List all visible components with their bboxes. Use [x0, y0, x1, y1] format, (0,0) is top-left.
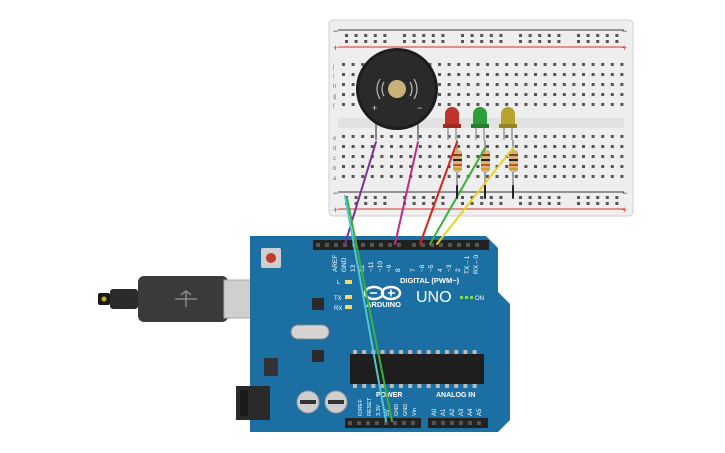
piezo-buzzer[interactable]: + − [356, 48, 438, 140]
arduino-logo-text: ARDUINO [366, 300, 401, 309]
led-green[interactable] [471, 107, 489, 140]
analog-pin-labels: A0 A1 A2 A3 A4 A5 [432, 408, 483, 416]
row-label-i: i [333, 74, 334, 80]
pin-label-5: ~5 [428, 264, 435, 272]
rail-plus-label-bottom: + [333, 205, 338, 215]
atmega-chip [350, 354, 484, 384]
pin-label-9: ~9 [386, 264, 393, 272]
rail-minus-label-top: − [333, 26, 338, 36]
rail-minus-label-bottom-right: − [622, 188, 627, 198]
analog-pin-a5: A5 [477, 408, 483, 416]
pin-label-13: 13 [350, 264, 357, 272]
analog-pin-a3: A3 [459, 408, 465, 416]
row-label-j: j [332, 64, 334, 70]
row-label-d: d [333, 146, 336, 152]
rail-minus-label-bottom: − [333, 188, 338, 198]
lower-terminal-holes [342, 135, 624, 178]
green-led-body [473, 107, 487, 126]
pin-label-2: 2 [455, 268, 462, 272]
crystal [290, 324, 330, 340]
top-rail-holes [345, 34, 619, 43]
row-label-a: a [333, 176, 337, 182]
analog-pin-a2: A2 [450, 408, 456, 416]
pin-label-8: 8 [395, 268, 402, 272]
l-led-label: L [337, 280, 341, 286]
bottom-header-pins [348, 421, 481, 425]
pin-label-1: TX→1 [464, 255, 471, 274]
yellow-led-body [501, 107, 515, 126]
tx-led-label: TX [334, 296, 342, 302]
analog-pin-a4: A4 [468, 408, 474, 416]
pin-label-4: 4 [437, 268, 444, 272]
wire-cyan-5v[interactable] [344, 195, 387, 422]
analog-header [428, 418, 488, 428]
wire-green-gnd[interactable] [346, 197, 393, 422]
uno-label: UNO [416, 289, 452, 306]
power-pin-ioref: IOREF [358, 399, 364, 416]
wire-yellow[interactable] [436, 147, 514, 245]
red-led-body [445, 107, 459, 126]
power-pin-vin: Vin [412, 408, 418, 416]
usb-cable[interactable] [98, 276, 265, 322]
arduino-uno-board[interactable]: AREF GND 13 12 ~11 ~10 ~9 8 7 ~6 ~5 4 ~3… [236, 236, 510, 432]
usb-icon [175, 290, 197, 307]
led-red[interactable] [443, 107, 461, 140]
on-led-label: ON [475, 296, 484, 302]
digital-label: DIGITAL (PWM~) [400, 276, 460, 285]
rail-plus-label-top: + [333, 43, 338, 53]
pin-label-10: ~10 [377, 261, 384, 272]
buzzer-plus-label: + [372, 103, 377, 113]
power-label: POWER [376, 392, 402, 399]
row-label-h: h [333, 84, 336, 90]
aref-label: AREF [332, 255, 339, 272]
voltage-regulator [264, 358, 278, 376]
pin-label-6: ~6 [419, 264, 426, 272]
analog-pin-a1: A1 [441, 408, 447, 416]
regulator-chip [312, 350, 324, 362]
pin-label-11: ~11 [368, 261, 375, 272]
power-pin-5v: 5V [385, 409, 391, 416]
buzzer-minus-label: − [417, 103, 422, 113]
power-pin-gnd-2: GND [403, 404, 409, 416]
power-pin-reset: RESET [367, 397, 373, 416]
buzzer-center [388, 80, 406, 98]
row-label-b: b [333, 166, 337, 172]
power-pin-3v3: 3.3V [376, 404, 382, 416]
pin-label-0: RX←0 [473, 254, 480, 274]
arduino-logo [363, 285, 402, 301]
rail-plus-label-top-right: + [622, 43, 627, 53]
pin-label-3: ~3 [446, 264, 453, 272]
rx-led-label: RX [334, 306, 342, 312]
usb-chip [312, 298, 324, 310]
pin-label-12: 12 [359, 264, 366, 272]
resistor-3[interactable] [509, 140, 518, 186]
rail-plus-label-bottom-right: + [622, 205, 627, 215]
row-label-c: c [333, 156, 336, 162]
row-label-e: e [333, 136, 337, 142]
analog-pin-a0: A0 [432, 408, 438, 416]
row-label-g: g [333, 94, 336, 100]
gnd-label-top: GND [341, 257, 348, 272]
row-label-f: f [333, 104, 335, 110]
pin-label-7: 7 [410, 268, 417, 272]
wires [344, 141, 514, 422]
analog-in-label: ANALOG IN [436, 392, 475, 399]
digital-header-pins [316, 243, 479, 247]
power-pin-gnd-1: GND [394, 404, 400, 416]
rail-minus-label-top-right: − [622, 26, 627, 36]
power-header [345, 418, 421, 428]
resistor-1[interactable] [453, 140, 462, 186]
wire-red[interactable] [419, 141, 458, 245]
wire-magenta[interactable] [394, 141, 419, 245]
led-yellow[interactable] [499, 107, 517, 140]
power-pin-labels: IOREF RESET 3.3V 5V GND GND Vin [358, 397, 418, 416]
digital-pin-labels: AREF GND 13 12 ~11 ~10 ~9 8 7 ~6 ~5 4 ~3… [332, 254, 480, 274]
atmega-chip-pins [353, 350, 477, 388]
